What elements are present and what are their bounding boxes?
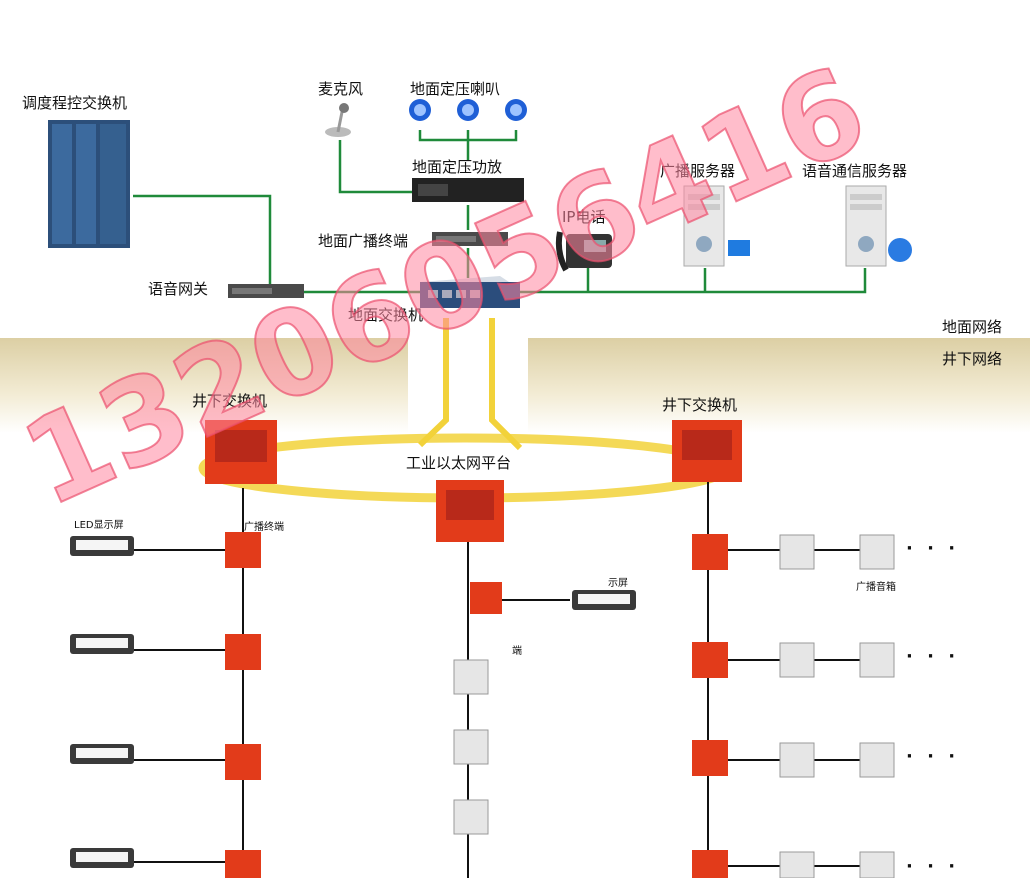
ip-phone-icon (555, 231, 612, 272)
broadcast-server-label: 广播服务器 (660, 162, 736, 180)
voice-gateway-label: 语音网关 (148, 280, 209, 298)
ip-phone-label: IP电话 (562, 208, 606, 226)
wire-switch-to-servers (520, 268, 867, 294)
amplifier-device (412, 178, 524, 202)
more-dots: · · · (906, 646, 960, 667)
band-gap (408, 338, 528, 433)
broadcast-speaker-boxes (453, 534, 895, 878)
broadcast-terminal-device (432, 232, 508, 246)
more-dots: · · · (906, 856, 960, 877)
underground-switch-right-label: 井下交换机 (662, 396, 738, 414)
more-dots: · · · (906, 746, 960, 767)
underground-switch-right (672, 420, 742, 482)
speaker-box-label: 广播音箱 (856, 582, 896, 593)
led-display-mid-label: 示屏 (608, 578, 628, 589)
led-display-label: LED显示屏 (74, 520, 124, 531)
microphone-icon (325, 103, 351, 137)
underground-switch-left-label: 井下交换机 (192, 392, 268, 410)
ground-switch-label: 地面交换机 (348, 306, 424, 324)
underground-switch-left (205, 420, 277, 484)
speaker-icons (409, 99, 527, 121)
more-dots: · · · (906, 538, 960, 559)
ground-wires (133, 130, 867, 294)
broadcast-server-icon (683, 185, 750, 267)
microphone-label: 麦克风 (318, 80, 364, 98)
led-displays (70, 536, 636, 868)
voice-server-icon (845, 185, 912, 267)
dispatch-switch-label: 调度程控交换机 (22, 94, 128, 112)
ground-network-label: 地面网络 (942, 318, 1003, 336)
dispatch-switch-cabinet (48, 120, 130, 248)
mid-terminal-label: 端 (512, 646, 522, 657)
ethernet-platform-label: 工业以太网平台 (406, 454, 512, 472)
uw-broadcast-terminal-label: 广播终端 (244, 522, 284, 533)
broadcast-terminals (225, 532, 728, 878)
ground-switch-device (420, 276, 520, 308)
speakers-label: 地面定压喇叭 (410, 80, 501, 98)
broadcast-terminal-label: 地面广播终端 (318, 232, 409, 250)
ethernet-platform-switch (436, 480, 504, 542)
underground-network-label: 井下网络 (942, 350, 1003, 368)
wire-mic-to-amp (338, 140, 412, 194)
amplifier-label: 地面定压功放 (412, 158, 503, 176)
voice-gateway-device (228, 284, 304, 298)
voice-server-label: 语音通信服务器 (802, 162, 908, 180)
